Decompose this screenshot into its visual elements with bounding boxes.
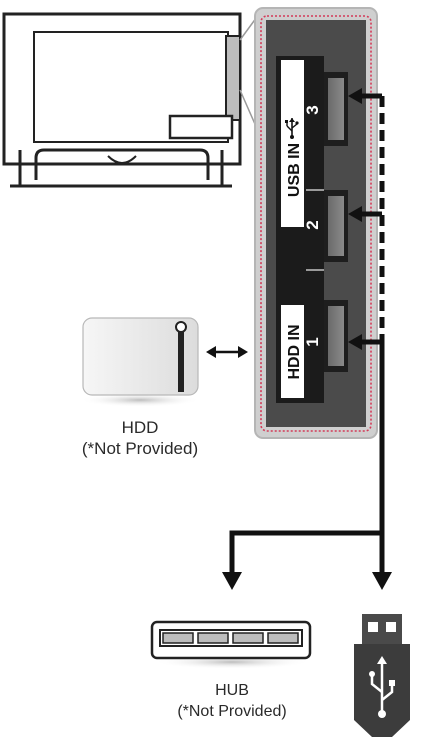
port-panel: USB IN HDD IN 3 2 1 — [254, 7, 378, 439]
usb-in-label: USB IN — [286, 143, 303, 197]
usb-port-1 — [324, 300, 348, 372]
hdd-in-label: HDD IN — [286, 324, 303, 379]
port-number-3: 3 — [303, 105, 322, 114]
hdd-name: HDD — [121, 418, 159, 437]
port-number-1: 1 — [303, 337, 322, 346]
arrow-icon — [348, 334, 362, 350]
hdd-caption: HDD (*Not Provided) — [60, 417, 220, 459]
tv-back-icon — [2, 12, 242, 188]
connector-lines — [222, 88, 392, 590]
usb-port-3 — [324, 72, 348, 146]
hub-note: (*Not Provided) — [177, 703, 287, 720]
usb-hub-icon — [150, 620, 312, 669]
port-number-2: 2 — [303, 220, 322, 229]
hdd-label-box — [281, 305, 304, 398]
usb-label-box — [281, 60, 304, 227]
arrow-icon — [348, 206, 362, 222]
arrow-icon — [222, 572, 242, 590]
usb-stick-icon — [354, 614, 410, 737]
usb-symbol-icon — [285, 118, 299, 139]
hub-name: HUB — [215, 682, 249, 699]
panel-dotted-border — [260, 15, 372, 432]
hdd-link-arrow — [206, 346, 248, 358]
usb-port-2 — [324, 190, 348, 262]
hdd-drive-icon — [80, 317, 200, 407]
arrow-icon — [372, 572, 392, 590]
arrow-icon — [348, 88, 362, 104]
hub-caption: HUB (*Not Provided) — [152, 680, 312, 722]
hdd-note: (*Not Provided) — [81, 439, 199, 458]
